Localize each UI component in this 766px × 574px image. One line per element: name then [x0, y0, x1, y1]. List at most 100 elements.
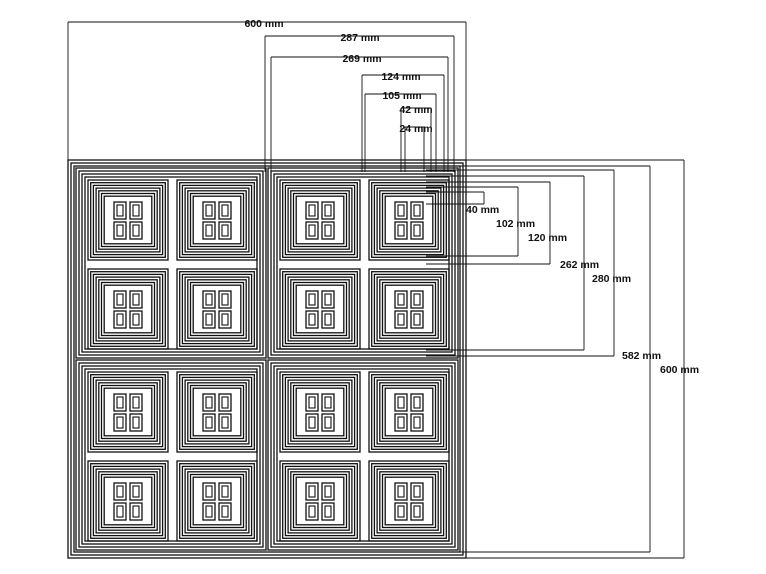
quadrant-frame: [273, 173, 453, 353]
window-tile: [202, 413, 216, 432]
cell-frame: [295, 284, 345, 334]
window-tile-inner: [324, 485, 332, 498]
cell-frame: [373, 184, 445, 256]
window-tile: [218, 502, 232, 521]
window-tile-inner: [132, 313, 140, 326]
cell-frame: [373, 273, 445, 345]
window-tile: [113, 502, 127, 521]
window-tile-inner: [132, 293, 140, 306]
cell-frame: [179, 271, 255, 347]
window-tile-inner: [324, 505, 332, 518]
window-tile-inner: [132, 505, 140, 518]
cell-frame: [95, 276, 161, 342]
window-tile-inner: [413, 485, 421, 498]
cell-frame: [290, 279, 350, 339]
window-tile-inner: [116, 224, 124, 237]
panel-outer-frame: [70, 162, 464, 556]
window-tile: [410, 413, 424, 432]
window-tile-inner: [324, 204, 332, 217]
quadrant-frame: [270, 362, 456, 548]
window-tile-inner: [205, 416, 213, 429]
cell-frame: [192, 387, 242, 437]
window-tile: [305, 482, 319, 501]
cell-frame: [292, 473, 348, 529]
window-tile-inner: [308, 416, 316, 429]
window-tile-inner: [116, 396, 124, 409]
right-dimension-label-262: 262 mm: [560, 259, 599, 271]
quadrant-frame: [75, 167, 267, 359]
cell-frame: [282, 182, 358, 258]
cell-frame: [92, 376, 164, 448]
quadrant-frame: [270, 170, 456, 356]
window-tile: [394, 310, 408, 329]
cell-frame: [100, 473, 156, 529]
cell-frame: [295, 195, 345, 245]
window-tile: [410, 290, 424, 309]
window-tile-inner: [132, 224, 140, 237]
window-tile-inner: [221, 293, 229, 306]
window-tile-inner: [205, 293, 213, 306]
cell-frame: [290, 471, 350, 531]
window-tile-inner: [413, 396, 421, 409]
window-tile: [305, 310, 319, 329]
cell-frame: [92, 184, 164, 256]
cell-frame: [376, 379, 442, 445]
window-tile: [202, 221, 216, 240]
cell-frame: [90, 374, 166, 450]
panel-outer-frame: [67, 159, 467, 559]
cell-frame: [381, 192, 437, 248]
cell-frame: [103, 284, 153, 334]
window-tile-inner: [308, 505, 316, 518]
window-tile-inner: [308, 396, 316, 409]
cell-frame: [279, 268, 361, 350]
cell-frame: [179, 463, 255, 539]
window-tile-inner: [205, 204, 213, 217]
cell-frame: [368, 179, 450, 261]
cell-frame: [284, 376, 356, 448]
cell-frame: [87, 460, 169, 542]
window-tile: [394, 290, 408, 309]
window-tile: [305, 413, 319, 432]
cell-frame: [90, 271, 166, 347]
cell-frame: [287, 468, 353, 534]
cell-frame: [384, 476, 434, 526]
window-tile: [321, 201, 335, 220]
cell-frame: [181, 184, 253, 256]
cell-frame: [98, 471, 158, 531]
cell-frame: [181, 273, 253, 345]
cell-frame: [284, 273, 356, 345]
window-tile-inner: [397, 505, 405, 518]
window-tile-inner: [205, 485, 213, 498]
cell-frame: [192, 284, 242, 334]
cell-frame: [179, 374, 255, 450]
cell-frame: [98, 279, 158, 339]
window-tile-inner: [324, 313, 332, 326]
window-tile-inner: [221, 505, 229, 518]
window-tile-inner: [397, 293, 405, 306]
cell-frame: [187, 190, 247, 250]
cell-frame: [184, 276, 250, 342]
window-tile-inner: [397, 416, 405, 429]
cell-frame: [176, 268, 258, 350]
top-dimension-label-600: 600 mm: [244, 18, 283, 30]
window-tile: [410, 482, 424, 501]
window-tile: [410, 221, 424, 240]
window-tile: [321, 413, 335, 432]
window-tile: [305, 201, 319, 220]
cell-frame: [95, 379, 161, 445]
window-tile: [410, 201, 424, 220]
window-tile-inner: [116, 313, 124, 326]
cell-frame: [368, 371, 450, 453]
window-tile-inner: [221, 204, 229, 217]
window-tile-inner: [205, 396, 213, 409]
quadrant-frame: [78, 362, 264, 548]
window-tile: [129, 413, 143, 432]
cell-frame: [98, 190, 158, 250]
window-tile-inner: [397, 485, 405, 498]
window-tile: [113, 201, 127, 220]
window-tile-inner: [221, 396, 229, 409]
cell-frame: [290, 190, 350, 250]
window-tile: [218, 201, 232, 220]
top-dimension-label-287: 287 mm: [340, 32, 379, 44]
quadrant-frame: [81, 173, 261, 353]
